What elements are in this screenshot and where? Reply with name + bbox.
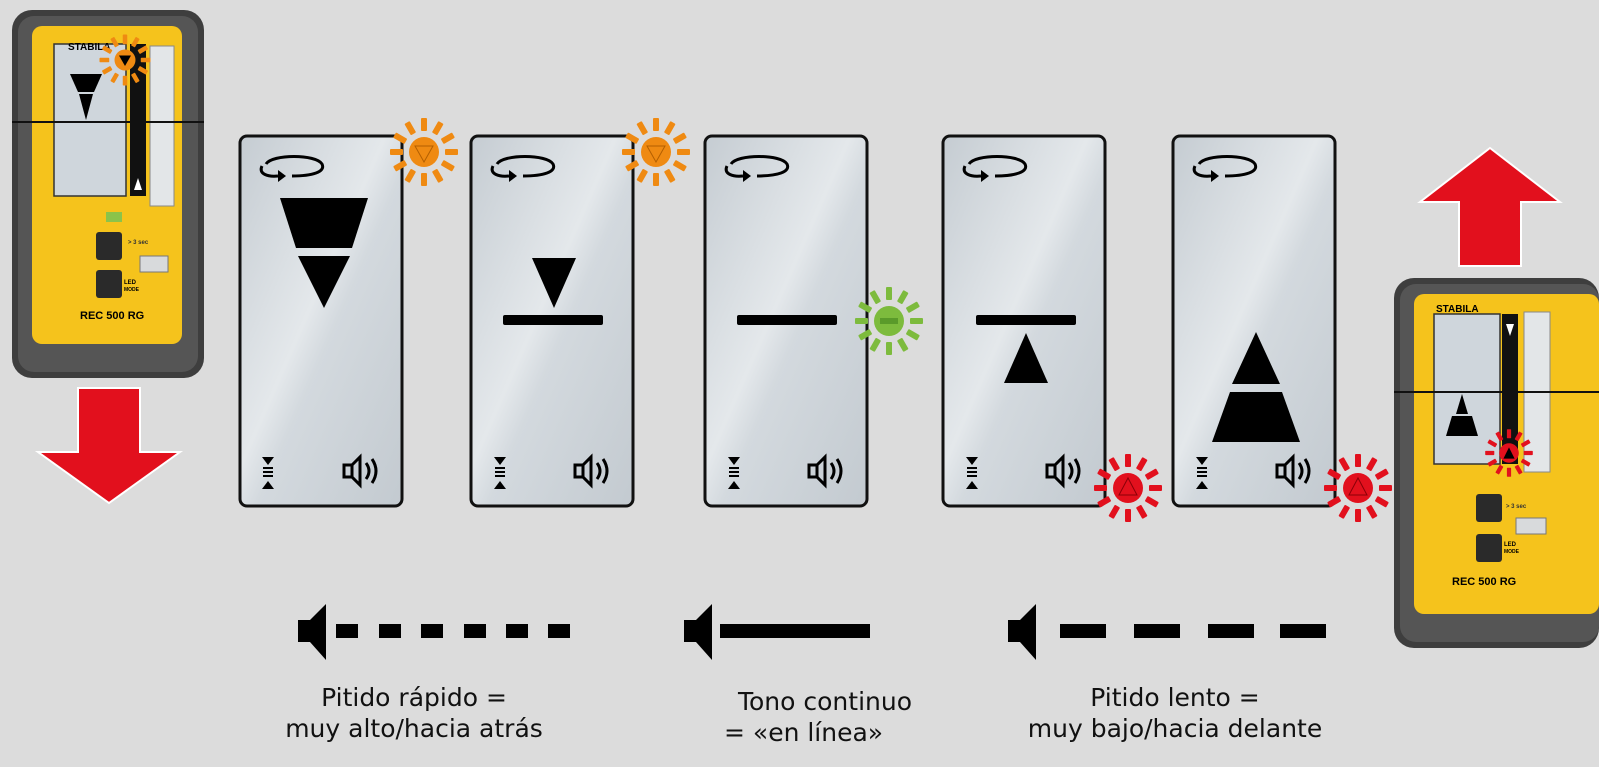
brand-label: STABILA <box>68 42 111 53</box>
led-red-up-icon <box>1094 454 1162 522</box>
led-orange-down-icon <box>390 118 458 186</box>
down-triangle-icon <box>298 256 350 308</box>
led-orange-down-icon <box>622 118 690 186</box>
down-triangle-icon <box>532 258 576 308</box>
speaker-pointer-icon <box>1008 604 1036 660</box>
caption-line: = «en línea» <box>724 718 884 747</box>
down-triangle-icon <box>280 198 368 248</box>
level-line <box>976 315 1076 325</box>
caption-line: muy alto/hacia atrás <box>285 714 543 743</box>
led-red-up-icon <box>1324 454 1392 522</box>
display-very-low <box>1171 134 1337 508</box>
led-green-dash-icon <box>855 287 923 355</box>
button-mode-label: MODE <box>124 287 139 293</box>
speaker-pointer-icon <box>298 604 326 660</box>
button-3sec-label: > 3 sec <box>128 240 149 246</box>
up-triangle-icon <box>1212 392 1300 442</box>
caption-line: Tono continuo <box>737 687 913 716</box>
device-right-led-icon <box>1485 429 1533 477</box>
caption-line: muy bajo/hacia delante <box>1027 714 1323 743</box>
brand-label: STABILA <box>1436 304 1479 315</box>
caption-fast-beep: Pitido rápido = muy alto/hacia atrás <box>264 682 564 744</box>
button-led-label: LED <box>124 280 136 286</box>
caption-continuous: Tono continuo = «en línea» <box>690 686 960 748</box>
arrow-up-icon <box>1417 146 1563 267</box>
signal-slow-beep <box>1008 604 1326 660</box>
caption-slow-beep: Pitido lento = muy bajo/hacia delante <box>1010 682 1340 744</box>
model-label: REC 500 RG <box>80 310 145 322</box>
display-high <box>469 134 635 508</box>
model-label: REC 500 RG <box>1452 576 1517 588</box>
display-very-high <box>238 134 404 508</box>
receiver-device-left: STABILA REC 500 RG > 3 sec LED MODE <box>10 8 206 382</box>
display-low <box>941 134 1107 508</box>
button-led-label: LED <box>1504 542 1516 548</box>
level-line <box>503 315 603 325</box>
signal-continuous <box>684 604 870 660</box>
level-line <box>737 315 837 325</box>
up-triangle-icon <box>1004 333 1048 383</box>
caption-line: Pitido rápido = <box>321 683 507 712</box>
caption-line: Pitido lento = <box>1090 683 1260 712</box>
up-triangle-icon <box>1232 332 1280 384</box>
speaker-pointer-icon <box>684 604 712 660</box>
arrow-down-icon <box>34 387 184 505</box>
signal-fast-beep <box>298 604 570 660</box>
button-3sec-label: > 3 sec <box>1506 504 1527 510</box>
button-mode-label: MODE <box>1504 549 1519 555</box>
display-on-line <box>703 134 869 508</box>
device-left-led-icon <box>99 34 151 86</box>
